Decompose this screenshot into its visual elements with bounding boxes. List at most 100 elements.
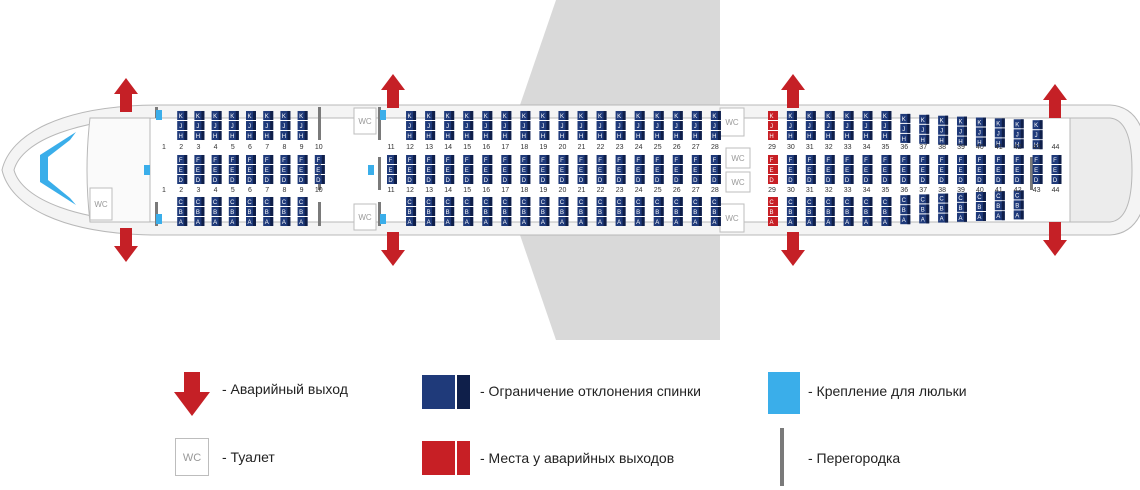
seat-letter: J [248, 124, 251, 130]
row-number-8-lower: 8 [282, 187, 286, 194]
seat-block [297, 175, 308, 184]
seat-20B: B [558, 207, 569, 216]
seat-15H: H [463, 131, 474, 140]
seat-13J: J [425, 121, 436, 130]
seat-2C: C [177, 197, 188, 206]
seat-letter: B [807, 210, 811, 216]
seat-letter: J [827, 124, 830, 130]
row-number-33-upper: 33 [844, 144, 852, 151]
seat-43J: J [1032, 130, 1043, 140]
seat-18E: E [520, 165, 531, 174]
seat-15C: C [463, 197, 474, 206]
seat-24J: J [634, 121, 645, 130]
toilet-3: WC [719, 107, 745, 137]
seat-block [406, 121, 417, 130]
partition-2 [318, 107, 321, 140]
row-number-34-lower: 34 [863, 187, 871, 194]
seat-letter: C [426, 200, 431, 206]
seat-block [1051, 175, 1062, 184]
seat-8F: F [280, 155, 291, 164]
seat-back [812, 207, 816, 216]
seat-letter: F [807, 158, 811, 164]
seat-back [793, 131, 797, 140]
seat-letter: F [864, 158, 868, 164]
seat-36B: B [900, 205, 911, 215]
seat-back [1020, 155, 1024, 164]
seat-letter: B [247, 210, 251, 216]
seat-letter: F [316, 158, 320, 164]
seat-block [577, 175, 588, 184]
seat-block [881, 131, 892, 140]
seat-5A: A [228, 217, 239, 226]
seat-31B: B [805, 207, 816, 216]
seat-block [425, 131, 436, 140]
seat-block [1013, 200, 1024, 210]
seat-back [717, 207, 721, 216]
seat-back [907, 205, 911, 215]
seat-letter: J [921, 128, 924, 134]
seat-block [406, 197, 417, 206]
seat-26H: H [672, 131, 683, 140]
seat-letter: F [503, 158, 507, 164]
seat-back [270, 165, 274, 174]
seat-back [218, 175, 222, 184]
seat-back [926, 134, 930, 144]
seat-block [768, 197, 778, 206]
seat-back [1039, 175, 1043, 184]
seat-letter: D [503, 178, 508, 184]
seat-back [184, 111, 188, 120]
seat-10F: F [314, 155, 325, 164]
seat-back [489, 155, 493, 164]
seat-block [558, 111, 569, 120]
seat-25C: C [653, 197, 664, 206]
seat-letter: D [388, 178, 393, 184]
seat-41B: B [994, 201, 1005, 211]
seat-13A: A [425, 217, 436, 226]
seat-letter: K [636, 114, 640, 120]
row-number-24-lower: 24 [635, 187, 643, 194]
row-number-1-lower: 1 [162, 187, 166, 194]
seat-41H: H [994, 138, 1005, 148]
seat-7D: D [263, 175, 274, 184]
seat-back [451, 197, 455, 206]
seat-block [263, 155, 274, 164]
seat-back [432, 111, 436, 120]
seat-letter: F [996, 158, 1000, 164]
seat-letter: B [788, 210, 792, 216]
seat-back [184, 175, 188, 184]
seat-block [501, 217, 512, 226]
seat-letter: F [213, 158, 217, 164]
seat-letter: D [921, 178, 926, 184]
seat-letter: K [560, 114, 564, 120]
row-number-26-upper: 26 [673, 144, 681, 151]
seat-block [501, 121, 512, 130]
seat-12B: B [406, 207, 417, 216]
seat-block [558, 217, 569, 226]
seat-28B: B [710, 207, 721, 216]
seat-block [768, 207, 778, 216]
seat-6C: C [246, 197, 256, 206]
seat-block [482, 131, 493, 140]
row-number-44-lower: 44 [1052, 187, 1060, 194]
seat-back [1020, 175, 1024, 184]
seat-block [520, 155, 531, 164]
seat-letter: K [465, 114, 469, 120]
emergency-exits [114, 74, 1067, 266]
seat-21A: A [577, 217, 588, 226]
seat-back [451, 175, 455, 184]
seat-9B: B [297, 207, 308, 216]
seat-43F: F [1032, 155, 1043, 164]
seat-block [314, 175, 325, 184]
seat-block [425, 217, 436, 226]
partition-icon [780, 428, 784, 486]
row-number-23-upper: 23 [616, 144, 624, 151]
seat-15K: K [463, 111, 474, 120]
seat-2F: F [177, 155, 188, 164]
seat-back [584, 155, 588, 164]
seat-letter: E [465, 168, 469, 174]
seat-3K: K [194, 111, 205, 120]
seat-42C: C [1013, 190, 1024, 200]
seat-back [235, 165, 239, 174]
row-number-27-upper: 27 [692, 144, 700, 151]
seat-block [539, 197, 550, 206]
